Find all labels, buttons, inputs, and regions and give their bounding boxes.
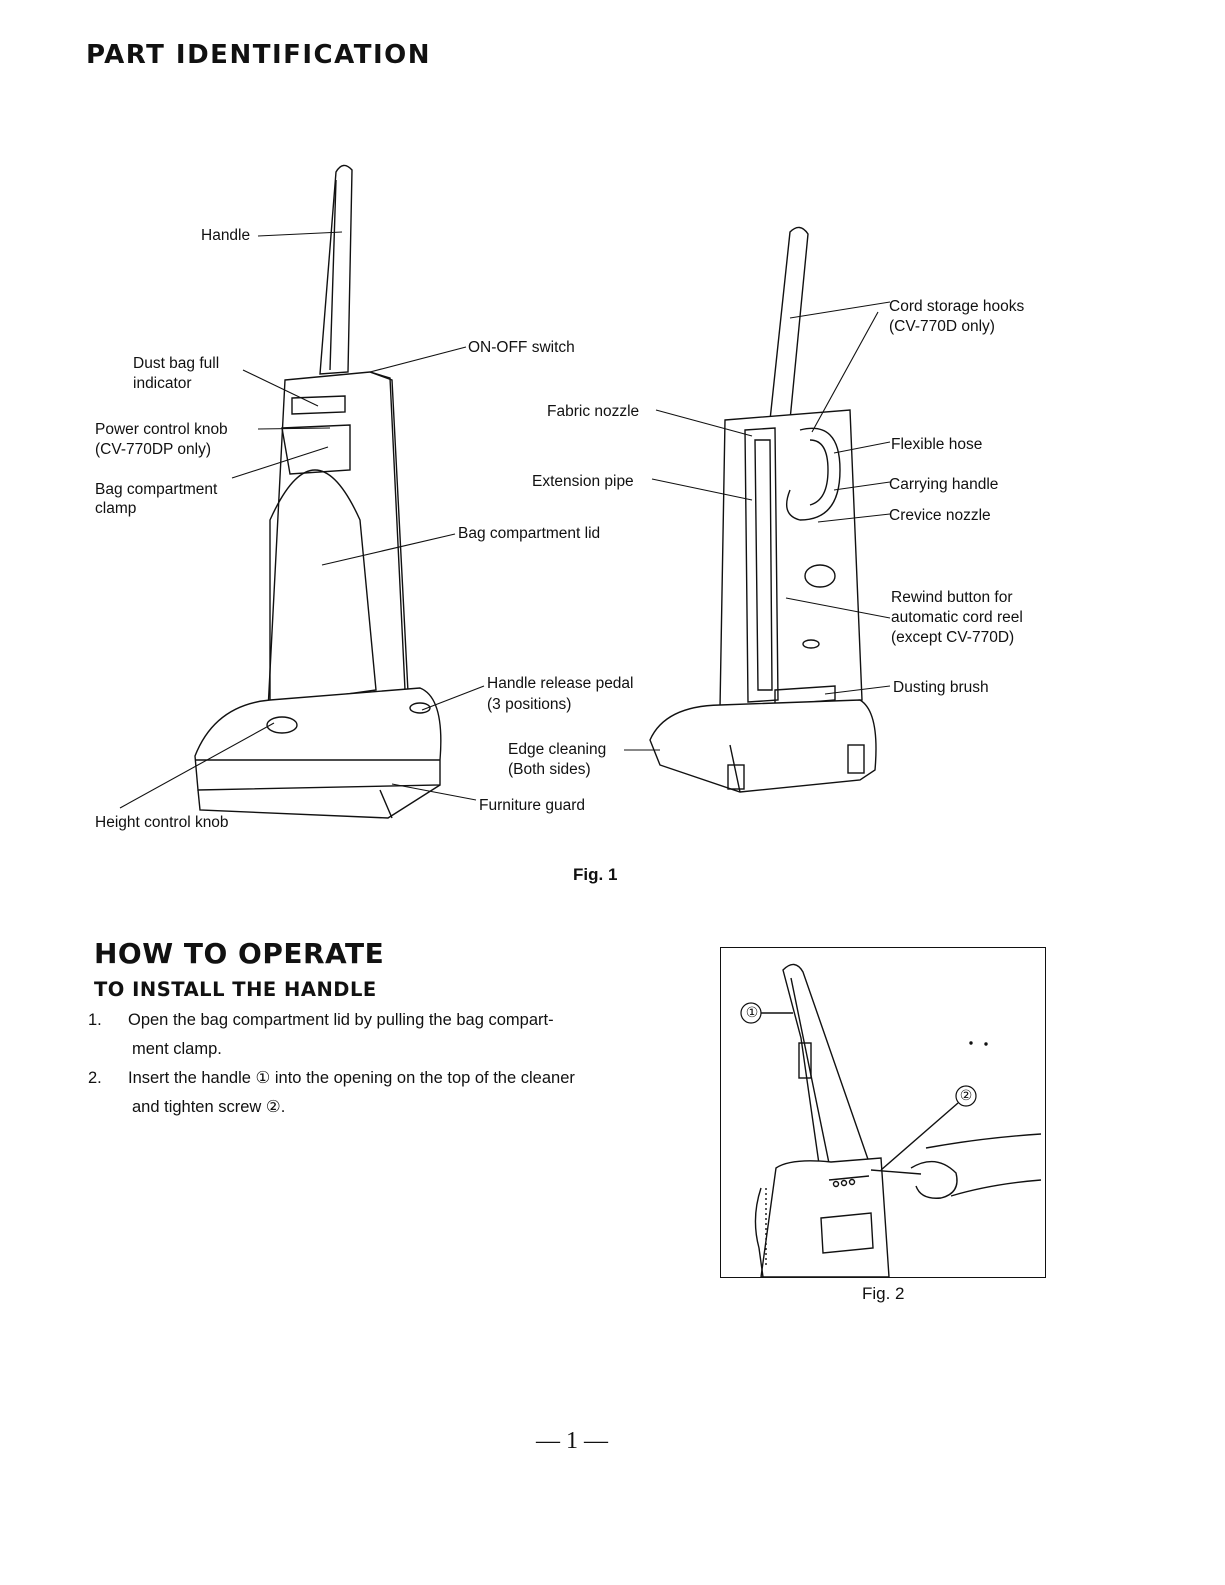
label-bag-clamp-line2: clamp <box>95 500 137 517</box>
label-handle: Handle <box>201 227 251 244</box>
section-subtitle: TO INSTALL THE HANDLE <box>94 978 377 1001</box>
page-title: PART IDENTIFICATION <box>86 40 432 70</box>
label-crevice-nozzle: Crevice nozzle <box>889 507 991 524</box>
step-text-line2: ment clamp. <box>132 1040 222 1058</box>
label-carrying-handle: Carrying handle <box>889 476 999 493</box>
label-extension-pipe: Extension pipe <box>532 473 634 490</box>
rear-vacuum-drawing <box>649 226 877 793</box>
fig2-frame: ① ② <box>720 947 1046 1278</box>
step-text-line2: and tighten screw ②. <box>132 1098 286 1116</box>
label-rewind-line3: (except CV-770D) <box>891 629 1015 646</box>
step-1: 1. Open the bag compartment lid by pulli… <box>88 1006 648 1064</box>
label-dust-bag-line2: indicator <box>133 375 192 392</box>
label-rewind-line1: Rewind button for <box>891 589 1013 606</box>
label-edge-line2: (Both sides) <box>508 761 591 778</box>
step-2: 2. Insert the handle ① into the opening … <box>88 1064 648 1122</box>
label-edge-line1: Edge cleaning <box>508 741 607 758</box>
label-cord-hooks-line1: Cord storage hooks <box>889 298 1025 315</box>
callout-1: ① <box>745 1004 759 1020</box>
label-bag-clamp-line1: Bag compartment <box>95 481 218 498</box>
label-bag-lid: Bag compartment lid <box>458 525 601 542</box>
callout-2: ② <box>959 1087 973 1103</box>
step-number: 2. <box>88 1069 102 1087</box>
fig2-caption: Fig. 2 <box>862 1284 905 1303</box>
label-height-knob: Height control knob <box>95 814 229 831</box>
label-fabric-nozzle: Fabric nozzle <box>547 403 640 420</box>
step-text-line1: Insert the handle ① into the opening on … <box>128 1069 575 1087</box>
section-title: HOW TO OPERATE <box>94 937 385 970</box>
label-cord-hooks-line2: (CV-770D only) <box>889 318 995 335</box>
label-flexible-hose: Flexible hose <box>891 436 983 453</box>
label-rewind-line2: automatic cord reel <box>891 609 1023 626</box>
fig1-leader-lines <box>119 231 891 809</box>
label-dust-bag-line1: Dust bag full <box>133 355 220 372</box>
page-number: — 1 — <box>536 1428 608 1454</box>
label-onoff-switch: ON-OFF switch <box>468 339 575 356</box>
step-text-line1: Open the bag compartment lid by pulling … <box>128 1011 554 1029</box>
fig1-caption: Fig. 1 <box>573 865 618 884</box>
handle-installation-illustration <box>740 963 1042 1277</box>
label-pedal-line1: Handle release pedal <box>487 675 634 692</box>
label-dusting-brush: Dusting brush <box>893 679 989 696</box>
vacuum-illustration-fig1 <box>119 164 891 819</box>
label-pedal-line2: (3 positions) <box>487 696 572 713</box>
step-number: 1. <box>88 1011 102 1029</box>
label-power-knob-line1: Power control knob <box>95 421 228 438</box>
label-furniture-guard: Furniture guard <box>479 797 585 814</box>
label-power-knob-line2: (CV-770DP only) <box>95 441 212 458</box>
front-vacuum-drawing <box>194 164 442 819</box>
